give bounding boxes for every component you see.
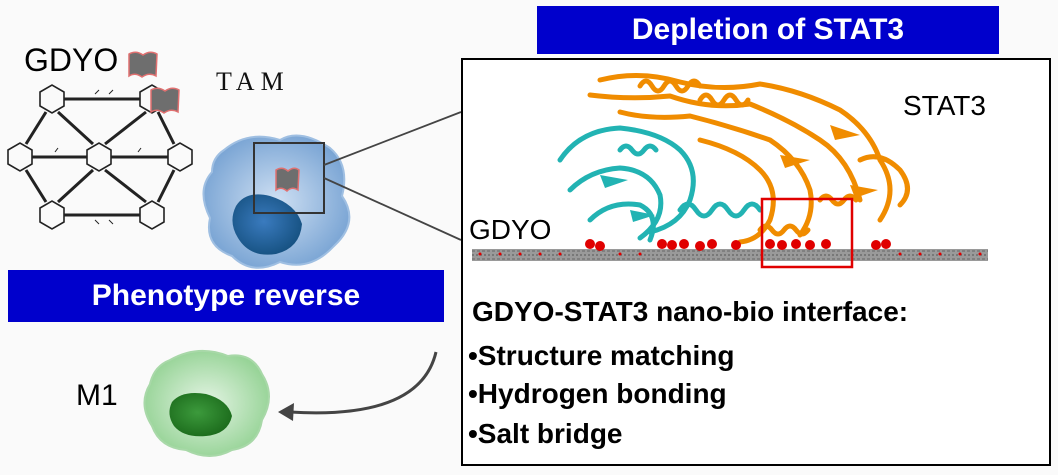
gdyo-flake-icon [128, 51, 158, 78]
interface-panel [461, 58, 1051, 466]
interface-highlight-box [760, 197, 854, 269]
reverse-arrow [289, 351, 438, 415]
zoom-line [323, 177, 462, 241]
cyan-protein-icon [557, 125, 763, 243]
gdyo-molecule-icon [7, 84, 193, 230]
gdyo-sheet-icon [472, 239, 988, 261]
tam-label: TAM [216, 67, 290, 96]
zoom-line [323, 111, 462, 166]
bullet-structure-matching: •Structure matching [468, 340, 735, 371]
arrowhead-icon [278, 403, 294, 421]
gdyo-flake-icon [150, 87, 180, 114]
interface-title: GDYO-STAT3 nano-bio interface: [472, 296, 909, 327]
m1-nucleus-icon [169, 393, 232, 437]
stat3-label: STAT3 [903, 90, 986, 121]
tam-nucleus-icon [232, 194, 302, 255]
gdyo-label: GDYO [24, 42, 119, 78]
gdyo-sheet-label: GDYO [469, 214, 552, 245]
m1-label: M1 [76, 379, 118, 412]
phenotype-banner: Phenotype reverse [8, 270, 444, 322]
bullet-salt-bridge: •Salt bridge [468, 418, 623, 449]
depletion-banner: Depletion of STAT3 [537, 6, 999, 54]
gdyo-flake-in-cell-icon [275, 167, 300, 193]
bullet-hydrogen-bonding: •Hydrogen bonding [468, 378, 727, 409]
